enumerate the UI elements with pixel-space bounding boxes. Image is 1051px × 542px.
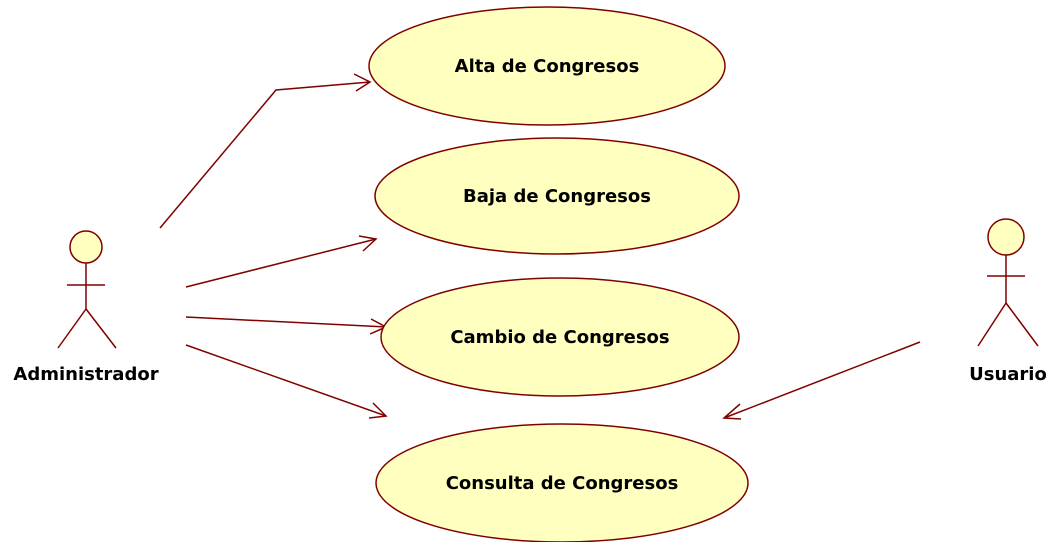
association-administrador-consulta bbox=[185, 344, 388, 419]
arrowhead-open bbox=[368, 402, 388, 419]
association-administrador-baja bbox=[185, 235, 378, 288]
use-case-label: Baja de Congresos bbox=[463, 186, 651, 207]
association-line bbox=[723, 341, 921, 419]
associations bbox=[159, 73, 921, 420]
arrowhead-open bbox=[722, 403, 742, 420]
use-case-label: Consulta de Congresos bbox=[446, 473, 679, 494]
use-case-consulta[interactable]: Consulta de Congresos bbox=[375, 423, 749, 542]
actor-head bbox=[69, 230, 103, 264]
actor-leg-left bbox=[977, 302, 1007, 347]
use-case-label: Alta de Congresos bbox=[455, 56, 640, 77]
arrowhead-open bbox=[353, 73, 372, 92]
use-case-baja[interactable]: Baja de Congresos bbox=[374, 137, 740, 255]
actor-leg-right bbox=[1005, 302, 1039, 347]
actor-label: Administrador bbox=[13, 364, 158, 385]
use-case-ellipse bbox=[375, 423, 749, 542]
actor-leg-right bbox=[85, 308, 117, 349]
association-administrador-alta bbox=[159, 73, 372, 229]
stick-figure-icon bbox=[57, 230, 117, 349]
association-line bbox=[185, 316, 387, 328]
use-case-ellipse bbox=[368, 6, 726, 126]
arrowhead-open bbox=[358, 235, 378, 252]
use-case-alta[interactable]: Alta de Congresos bbox=[368, 6, 726, 126]
actor-leg-left bbox=[57, 308, 87, 349]
actor-label: Usuario bbox=[969, 364, 1047, 385]
association-line bbox=[159, 81, 371, 229]
actor-usuario[interactable]: Usuario bbox=[969, 218, 1047, 385]
use-case-cambio[interactable]: Cambio de Congresos bbox=[380, 277, 740, 397]
actor-head bbox=[987, 218, 1025, 256]
use-case-ellipse bbox=[380, 277, 740, 397]
association-usuario-consulta bbox=[722, 341, 921, 420]
association-line bbox=[185, 344, 387, 417]
use-case-ellipse bbox=[374, 137, 740, 255]
association-line bbox=[185, 238, 377, 288]
association-administrador-cambio bbox=[185, 316, 388, 335]
actor-administrador[interactable]: Administrador bbox=[13, 230, 159, 385]
stick-figure-icon bbox=[977, 218, 1039, 347]
use-case-label: Cambio de Congresos bbox=[450, 327, 669, 348]
